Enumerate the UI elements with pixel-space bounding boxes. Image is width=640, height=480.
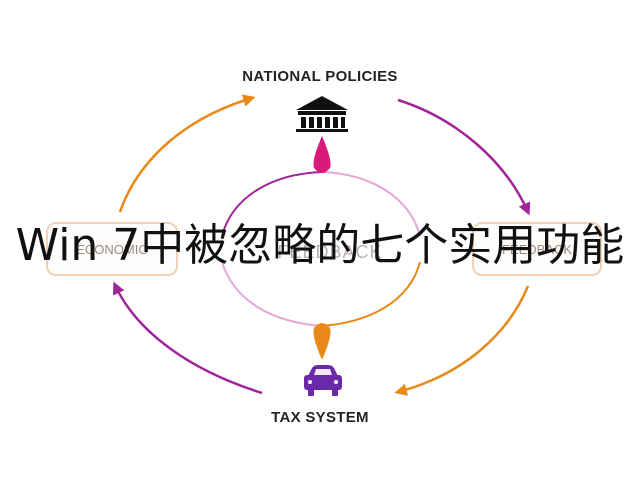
feedback-node-box: FEEDBACK [472,222,602,276]
arrow-left-to-top [118,94,256,213]
inner-ring-bottom-left [221,261,323,327]
arrow-top-to-right [397,98,531,216]
overlay-title: Win 7中被忽略的七个实用功能 [15,220,625,271]
arrow-right-to-bottom [394,285,530,396]
government-building-icon [296,96,348,132]
national-policies-label: NATIONAL POLICIES [242,68,398,85]
arrow-bottom-to-left [112,281,263,395]
feedback-node-label: FEEDBACK [501,241,573,257]
inner-ring-top-right [321,171,421,237]
car-icon [304,365,342,396]
top-pointer [313,136,331,173]
economic-node-label: ECONOMIC [76,241,148,257]
tax-system-label: TAX SYSTEM [271,409,369,426]
center-feedback-text: FEEDBACK [277,242,383,262]
inner-ring-bottom-right [321,261,421,327]
inner-ring-top-left [221,171,323,237]
bottom-pointer [313,323,331,360]
economic-node-box: ECONOMIC [46,222,178,276]
